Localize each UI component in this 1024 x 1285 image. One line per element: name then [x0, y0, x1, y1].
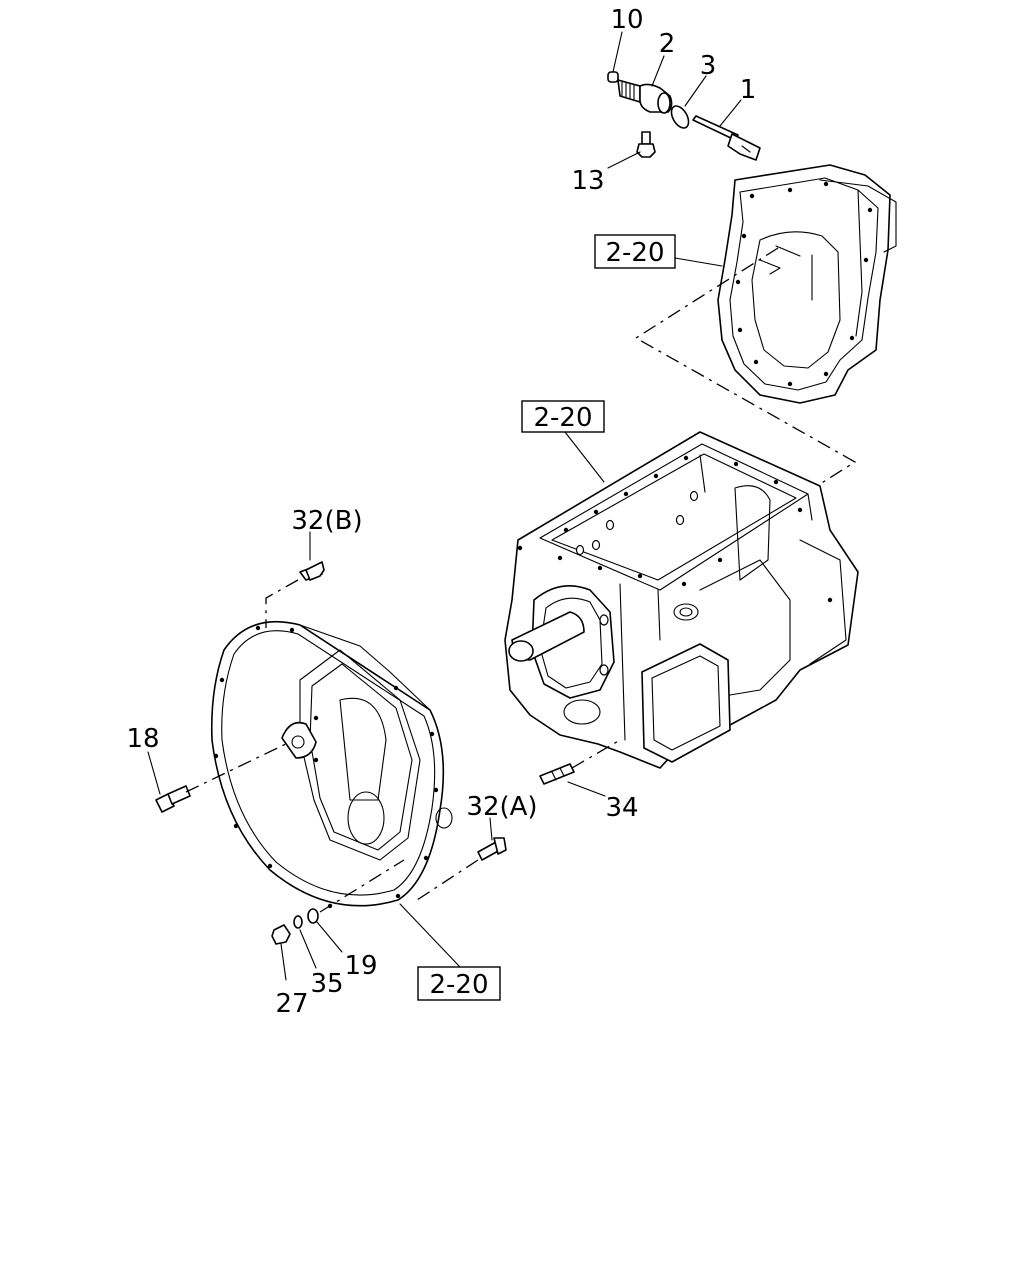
bell-housing: 2-20 [210, 620, 501, 1001]
callout-3: 3 [700, 51, 717, 81]
part-32b-stud [265, 531, 325, 628]
reference-label-top: 2-20 [605, 238, 664, 268]
reference-box-bell: 2-20 [417, 966, 501, 1001]
callout-32b: 32(B) [291, 506, 362, 536]
reference-box-top: 2-20 [594, 234, 676, 269]
callout-18: 18 [126, 724, 159, 754]
sensor-assembly [607, 31, 761, 169]
part-32a-bolt [413, 817, 507, 903]
reference-label-bell: 2-20 [429, 970, 488, 1000]
callout-19: 19 [344, 951, 377, 981]
part-1-shaft [692, 115, 739, 141]
callout-35: 35 [310, 969, 343, 999]
clutch-housing-top: 2-20 [594, 164, 897, 485]
callout-27: 27 [275, 989, 308, 1019]
part-3-oring [670, 105, 690, 129]
callout-13: 13 [571, 166, 604, 196]
part-19-washer [307, 908, 319, 924]
part-10-plug [607, 71, 619, 83]
reference-label-case: 2-20 [533, 403, 592, 433]
callout-10: 10 [610, 5, 643, 35]
part-2-thread [617, 79, 641, 103]
callout-1: 1 [740, 75, 757, 105]
transmission-case: 2-20 [504, 400, 859, 769]
part-13-bolt [641, 131, 651, 145]
part-18-bolt [147, 741, 291, 813]
part-34-stud [539, 739, 621, 797]
reference-box-case: 2-20 [521, 400, 605, 433]
nut-washer-group [271, 859, 405, 981]
part-35-lockwasher [293, 915, 303, 929]
callout-34: 34 [605, 793, 638, 823]
part-27-nut [271, 924, 291, 945]
callout-2: 2 [659, 29, 676, 59]
callout-32a: 32(A) [466, 792, 537, 822]
